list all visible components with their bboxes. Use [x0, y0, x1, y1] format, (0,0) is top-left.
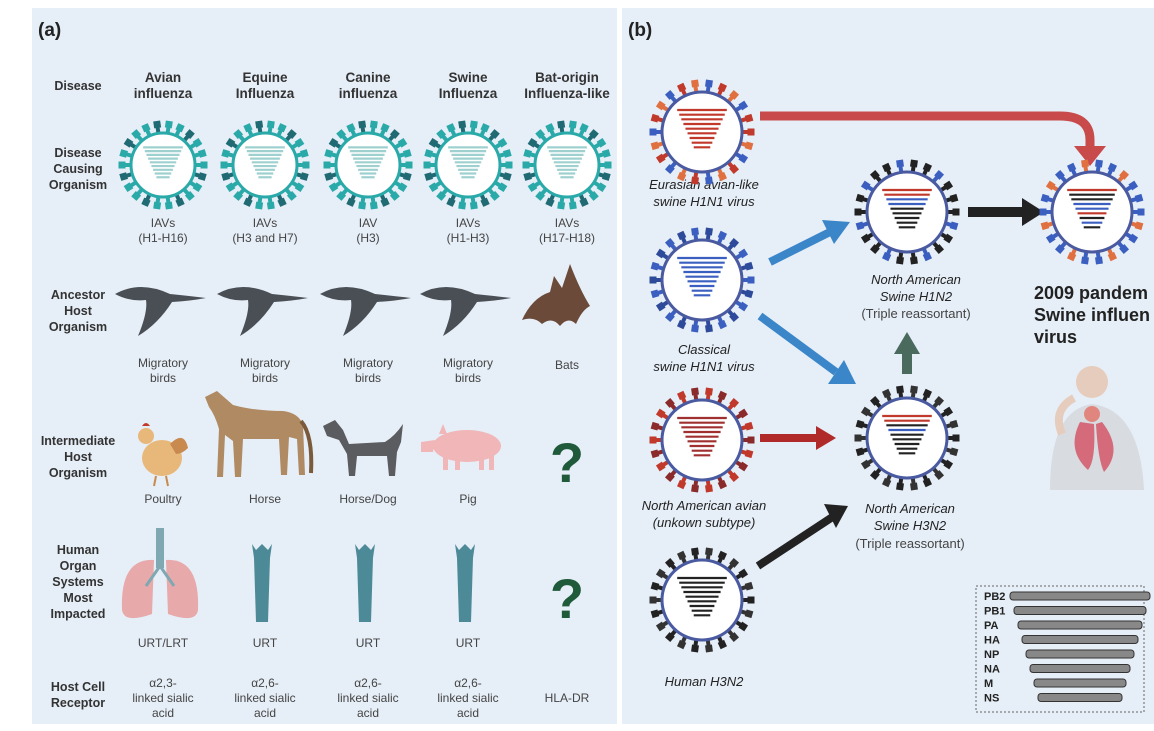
segment-label: M [984, 678, 993, 690]
arrow-classical-to-h1n2 [770, 232, 830, 262]
segment-bar [1034, 679, 1126, 687]
trachea-icon [455, 544, 475, 622]
swallow-icon [217, 287, 308, 336]
segment-label: NS [984, 693, 999, 705]
dog-icon [323, 420, 403, 476]
eurasian-virus-icon [650, 80, 755, 185]
trachea-icon [252, 544, 272, 622]
segment-bar [1026, 650, 1134, 658]
segment-bar [1038, 694, 1122, 702]
swallow-icons [115, 287, 511, 336]
arrowhead [894, 332, 920, 354]
segment-label: PB1 [984, 606, 1005, 618]
arrow-human-to-h3n2 [758, 516, 834, 566]
arrowhead [816, 426, 836, 450]
na-avian-virus-icon [650, 388, 755, 493]
chicken-icon [138, 423, 188, 486]
segment-label: NP [984, 649, 999, 661]
pig-icon [421, 424, 501, 470]
segment-bar [1014, 607, 1146, 615]
segment-label: PA [984, 620, 999, 632]
segment-bar [1030, 665, 1130, 673]
swallow-icon [115, 287, 206, 336]
trachea-icon [355, 544, 375, 622]
iav-virus-icon [221, 120, 310, 209]
arrow-classical-to-h3n2 [760, 316, 836, 372]
panel-b-virus-icons [650, 80, 1145, 653]
iav-virus-icon [523, 120, 612, 209]
na-h1n2-virus-icon [855, 160, 960, 265]
pandemic-virus-icon [1040, 160, 1145, 265]
segment-label: NA [984, 664, 1000, 676]
swallow-icon [420, 287, 511, 336]
iav-virus-icon [119, 120, 208, 209]
classical-virus-icon [650, 228, 755, 333]
iav-virus-icons [119, 120, 612, 209]
unknown-organ-icon: ? [550, 567, 584, 630]
human-h3n2-virus-icon [650, 548, 755, 653]
segment-bar [1022, 636, 1138, 644]
horse-icon [205, 391, 311, 477]
segment-bar [1018, 621, 1142, 629]
na-h3n2-virus-icon [855, 386, 960, 491]
iav-virus-icon [324, 120, 413, 209]
bat-icon [522, 264, 590, 326]
human-patient-icon [1050, 366, 1144, 490]
lungs-icon [122, 528, 198, 618]
segment-label: PB2 [984, 591, 1005, 603]
iav-virus-icon [424, 120, 513, 209]
segment-label: HA [984, 635, 1000, 647]
arrow-eurasian-to-pandemic [760, 116, 1090, 150]
swallow-icon [320, 287, 411, 336]
segment-bar [1010, 592, 1150, 600]
unknown-intermediate-icon: ? [550, 431, 584, 494]
trachea-icons [252, 544, 475, 622]
